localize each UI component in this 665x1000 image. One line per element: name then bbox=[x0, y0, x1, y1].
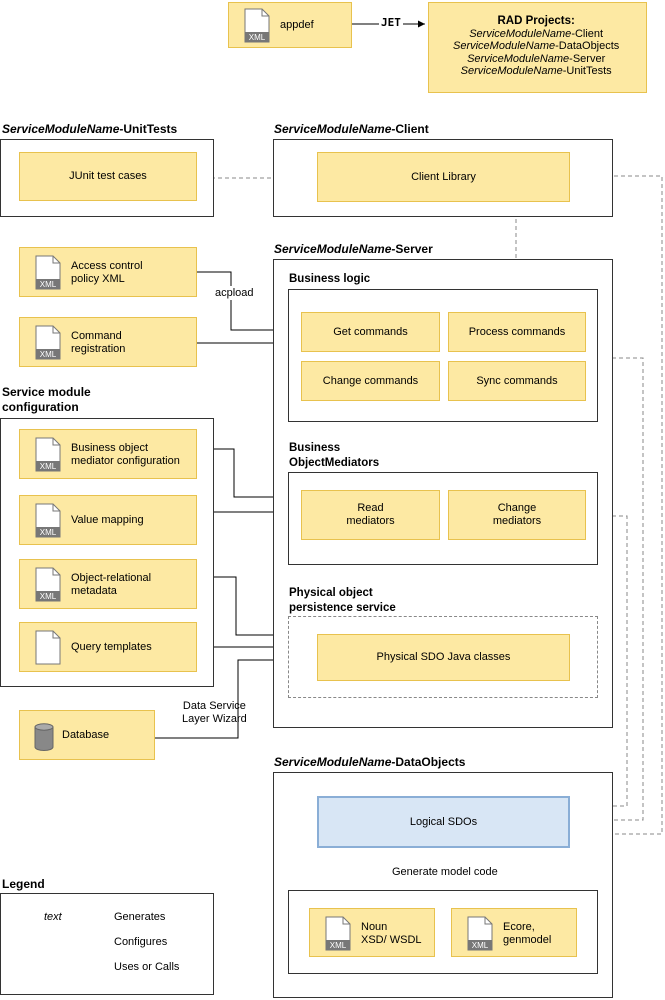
svg-text:XML: XML bbox=[40, 592, 57, 601]
xml-document-icon: XML bbox=[244, 8, 270, 47]
sync-commands-label: Sync commands bbox=[476, 374, 558, 387]
physical-sdo-box: Physical SDO Java classes bbox=[317, 634, 570, 681]
get-commands-box: Get commands bbox=[301, 312, 440, 352]
junit-test-cases-box: JUnit test cases bbox=[19, 152, 197, 201]
legend-generates: Generates bbox=[114, 911, 166, 923]
xml-document-icon: XML bbox=[35, 325, 61, 364]
change-commands-label: Change commands bbox=[322, 374, 419, 387]
server-title: ServiceModuleName-Server bbox=[274, 242, 433, 256]
process-commands-box: Process commands bbox=[448, 312, 586, 352]
logical-sdos-box: Logical SDOs bbox=[317, 796, 570, 848]
legend-uses-or-calls: Uses or Calls bbox=[114, 961, 180, 973]
svg-text:XML: XML bbox=[40, 280, 57, 289]
rad-projects-list: RAD Projects: ServiceModuleName-Client S… bbox=[453, 15, 619, 78]
rad-project-dataobjects: ServiceModuleName-DataObjects bbox=[453, 40, 620, 52]
svg-text:XML: XML bbox=[40, 462, 57, 471]
svg-text:XML: XML bbox=[330, 941, 347, 950]
appdef-label: appdef bbox=[280, 19, 314, 31]
ecore-genmodel-label: Ecore,genmodel bbox=[503, 921, 552, 946]
xml-document-icon: XML bbox=[467, 916, 493, 955]
appdef-box: XML appdef bbox=[228, 2, 352, 48]
business-logic-frame bbox=[288, 289, 598, 422]
rad-projects-box: RAD Projects: ServiceModuleName-Client S… bbox=[428, 2, 647, 93]
legend-configures: Configures bbox=[114, 936, 168, 948]
xml-document-icon: XML bbox=[325, 916, 351, 955]
get-commands-label: Get commands bbox=[333, 325, 408, 338]
physical-sdo-label: Physical SDO Java classes bbox=[376, 651, 511, 663]
document-icon bbox=[35, 630, 61, 669]
dataobjects-title: ServiceModuleName-DataObjects bbox=[274, 755, 466, 769]
svg-text:XML: XML bbox=[472, 941, 489, 950]
query-templates-label: Query templates bbox=[71, 641, 152, 653]
client-library-box: Client Library bbox=[317, 152, 570, 202]
rad-projects-title: RAD Projects: bbox=[497, 15, 575, 27]
database-label: Database bbox=[62, 729, 110, 741]
xml-document-icon: XML bbox=[35, 255, 61, 294]
svg-text:XML: XML bbox=[40, 350, 57, 359]
logical-sdos-label: Logical SDOs bbox=[409, 815, 478, 828]
value-mapping-label: Value mapping bbox=[71, 514, 144, 526]
jet-label: JET bbox=[381, 16, 401, 29]
junit-label: JUnit test cases bbox=[69, 170, 147, 182]
client-title: ServiceModuleName-Client bbox=[274, 122, 429, 136]
rad-project-server: ServiceModuleName-Server bbox=[467, 52, 606, 65]
xml-document-icon: XML bbox=[35, 567, 61, 606]
unittests-title: ServiceModuleName-UnitTests bbox=[2, 122, 178, 136]
ecore-genmodel-box: XML Ecore,genmodel bbox=[451, 908, 577, 957]
change-commands-box: Change commands bbox=[301, 361, 440, 401]
xml-document-icon: XML bbox=[35, 503, 61, 542]
sync-commands-box: Sync commands bbox=[448, 361, 586, 401]
rad-project-unittests: ServiceModuleName-UnitTests bbox=[460, 65, 612, 77]
client-library-label: Client Library bbox=[411, 170, 476, 183]
process-commands-label: Process commands bbox=[468, 325, 566, 338]
generate-model-code-label: Generate model code bbox=[390, 866, 500, 879]
rad-project-client: ServiceModuleName-Client bbox=[469, 27, 604, 40]
database-icon bbox=[34, 723, 54, 755]
database-box: Database bbox=[19, 710, 155, 760]
query-templates-box: Query templates bbox=[19, 622, 197, 672]
business-logic-title: Business logic bbox=[289, 273, 371, 285]
legend-text-sample: text bbox=[44, 911, 62, 923]
legend-frame bbox=[0, 893, 214, 995]
svg-text:XML: XML bbox=[249, 33, 266, 42]
xml-document-icon: XML bbox=[35, 437, 61, 476]
value-mapping-box: XML Value mapping bbox=[19, 495, 197, 545]
legend-title: Legend bbox=[2, 877, 45, 891]
svg-text:XML: XML bbox=[40, 528, 57, 537]
acpload-label: acpload bbox=[215, 287, 254, 299]
